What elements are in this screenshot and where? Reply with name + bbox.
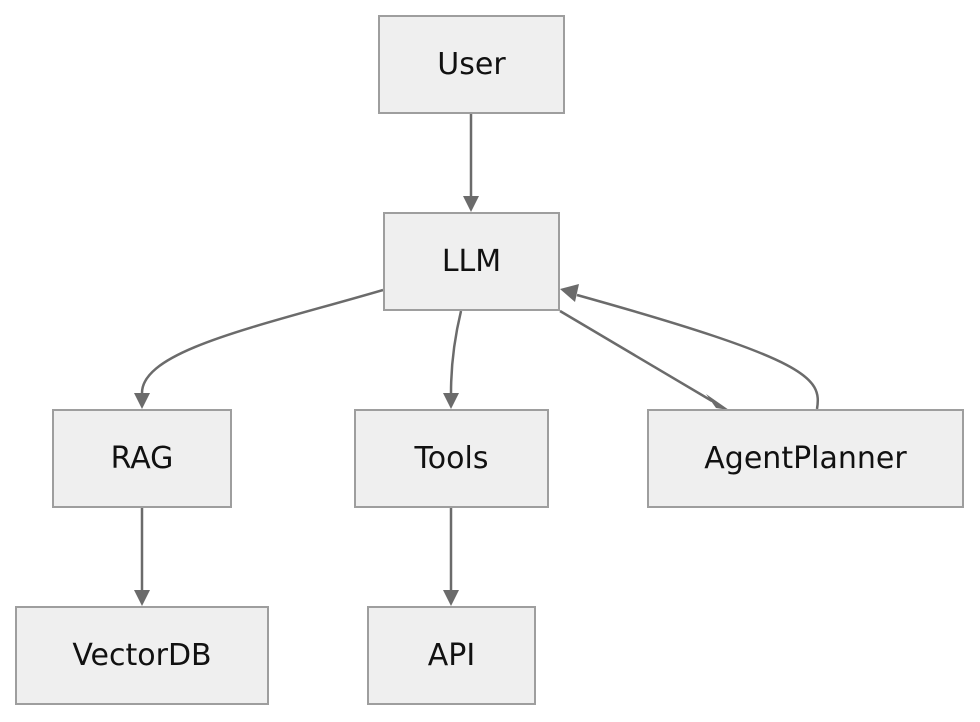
node-label-api: API — [427, 638, 476, 673]
arrowhead-llm-rag — [134, 393, 150, 409]
node-agentplanner[interactable]: AgentPlanner — [647, 409, 964, 508]
node-label-llm: LLM — [441, 244, 502, 279]
node-label-user: User — [437, 47, 506, 82]
node-tools[interactable]: Tools — [354, 409, 549, 508]
edge-llm-rag — [140, 288, 384, 394]
edge-llm-agentplanner — [559, 309, 713, 403]
edge-llm-tools — [449, 310, 463, 394]
arrowhead-agentplanner-llm — [560, 284, 579, 302]
node-label-agentplanner: AgentPlanner — [704, 441, 907, 476]
edge-agentplanner-llm — [576, 293, 820, 410]
node-user[interactable]: User — [378, 15, 565, 114]
node-label-vectordb: VectorDB — [72, 638, 212, 673]
arrowhead-rag-vectordb — [134, 590, 150, 606]
arrowhead-tools-api — [443, 590, 459, 606]
node-label-rag: RAG — [110, 441, 174, 476]
arrowhead-llm-tools — [443, 393, 459, 409]
node-label-tools: Tools — [414, 441, 489, 476]
node-vectordb[interactable]: VectorDB — [15, 606, 269, 705]
node-rag[interactable]: RAG — [52, 409, 232, 508]
arrowhead-user-llm — [463, 196, 479, 212]
node-api[interactable]: API — [367, 606, 536, 705]
arrowhead-llm-agentplanner — [706, 394, 729, 410]
node-llm[interactable]: LLM — [383, 212, 560, 311]
